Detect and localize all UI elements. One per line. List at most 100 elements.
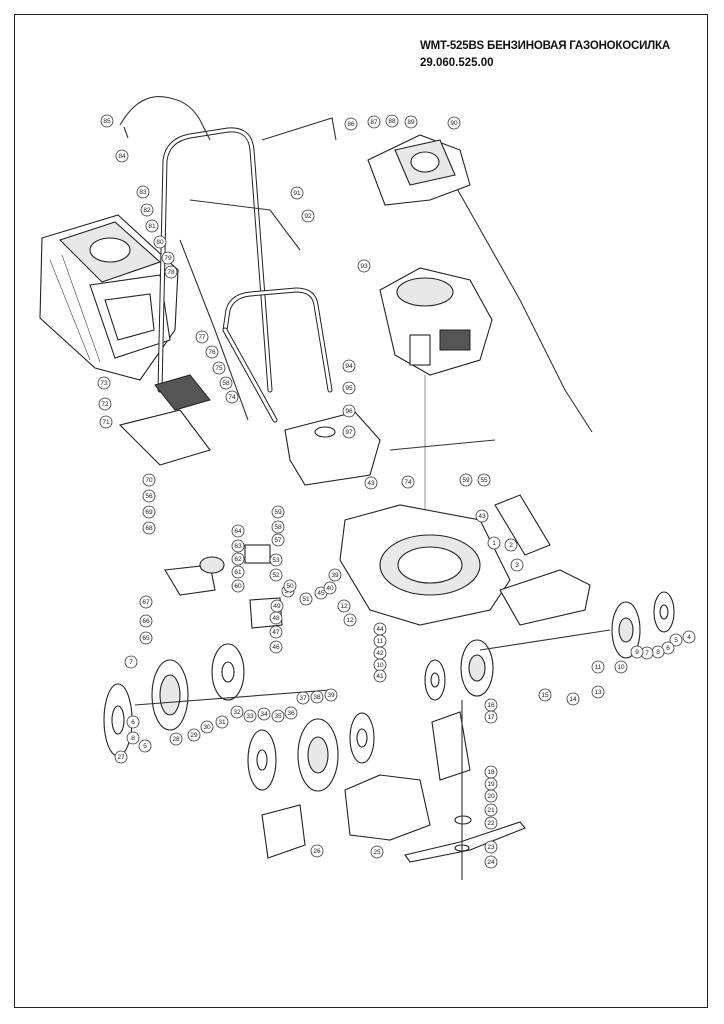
callout-label: 26 [313,848,321,855]
callout-43: 43 [364,476,378,490]
part-code: 29.060.525.00 [420,57,494,69]
callout-label: 22 [487,820,495,827]
axles [134,629,611,706]
callout-label: 74 [228,394,236,401]
callout-22: 22 [484,816,498,830]
callout-47: 47 [269,625,283,639]
callout-label: 86 [347,121,355,128]
callout-85: 85 [100,114,114,128]
callout-61: 61 [231,565,245,579]
callout-label: 49 [273,603,281,610]
callout-label: 69 [145,509,153,516]
rear-discharge [261,774,431,859]
callout-88: 88 [385,114,399,128]
callout-21: 21 [484,803,498,817]
callout-52: 52 [269,568,283,582]
callout-84: 84 [115,149,129,163]
drawing-frame [14,14,708,1008]
callout-label: 15 [541,692,549,699]
callout-label: 32 [233,709,241,716]
callout-label: 87 [370,119,378,126]
callout-91: 91 [290,186,304,200]
callout-label: 75 [215,365,223,372]
callout-label: 4 [687,634,691,641]
callout-39b: 39 [324,688,338,702]
callout-label: 63 [234,543,242,550]
callout-label: 64 [234,528,242,535]
callout-label: 11 [595,664,602,671]
callout-59b: 59 [271,505,285,519]
callout-7b: 7 [124,655,138,669]
callout-label: 30 [203,724,211,731]
callout-37: 37 [296,691,310,705]
callout-51: 51 [299,592,313,606]
callout-label: 29 [190,732,198,739]
callout-12b: 12 [343,613,357,627]
callout-label: 92 [304,213,312,220]
callout-label: 57 [274,537,282,544]
callout-label: 79 [164,255,172,262]
callout-label: 51 [302,596,310,603]
callout-82: 82 [140,203,154,217]
callout-label: 50 [286,583,294,590]
callout-36: 36 [284,706,298,720]
callout-10: 10 [373,658,387,672]
callout-label: 7 [129,659,133,666]
callout-83: 83 [136,185,150,199]
callout-label: 3 [515,562,519,569]
callout-31: 31 [215,715,229,729]
callout-74b: 74 [401,475,415,489]
callout-8: 8 [651,645,665,659]
callout-label: 58 [222,380,230,387]
callout-26: 26 [310,844,324,858]
callout-44: 44 [373,622,387,636]
callout-label: 10 [617,664,625,671]
callout-58: 58 [219,376,233,390]
callout-label: 59 [462,477,470,484]
callout-label: 39 [327,692,335,699]
callout-label: 43 [367,480,375,487]
callout-68: 68 [142,521,156,535]
callout-74: 74 [225,390,239,404]
callout-label: 77 [198,334,206,341]
callout-67: 67 [139,595,153,609]
callout-label: 38 [313,694,321,701]
gearbox-assembly [164,544,283,629]
callout-label: 1 [492,540,496,547]
callout-label: 55 [480,477,488,484]
lower-handle [222,287,333,423]
callout-label: 10 [376,662,384,669]
callout-label: 25 [373,849,381,856]
callout-57: 57 [271,533,285,547]
callout-label: 41 [376,673,384,680]
callout-79: 79 [161,251,175,265]
callout-24: 24 [484,855,498,869]
upper-handle [119,96,273,393]
callout-23: 23 [484,840,498,854]
callout-label: 31 [218,719,226,726]
callout-label: 68 [145,525,153,532]
callout-label: 42 [376,650,384,657]
callout-72: 72 [98,397,112,411]
callout-label: 74 [404,479,412,486]
callout-label: 65 [142,635,150,642]
callout-label: 62 [234,556,242,563]
mulch-plug [494,494,591,626]
callout-label: 24 [487,859,495,866]
callout-label: 2 [509,542,513,549]
callout-80: 80 [153,235,167,249]
callout-label: 44 [376,626,384,633]
callout-93: 93 [357,259,371,273]
callout-label: 39 [331,572,339,579]
callout-12: 12 [337,599,351,613]
callout-label: 88 [388,118,396,125]
callout-label: 14 [569,696,577,703]
callout-label: 19 [487,781,495,788]
callout-label: 93 [360,263,368,270]
callout-35: 35 [271,709,285,723]
callout-50: 50 [283,579,297,593]
callout-label: 45 [317,590,325,597]
callout-10b: 10 [614,660,628,674]
callout-label: 71 [102,419,110,426]
callout-73: 73 [97,376,111,390]
